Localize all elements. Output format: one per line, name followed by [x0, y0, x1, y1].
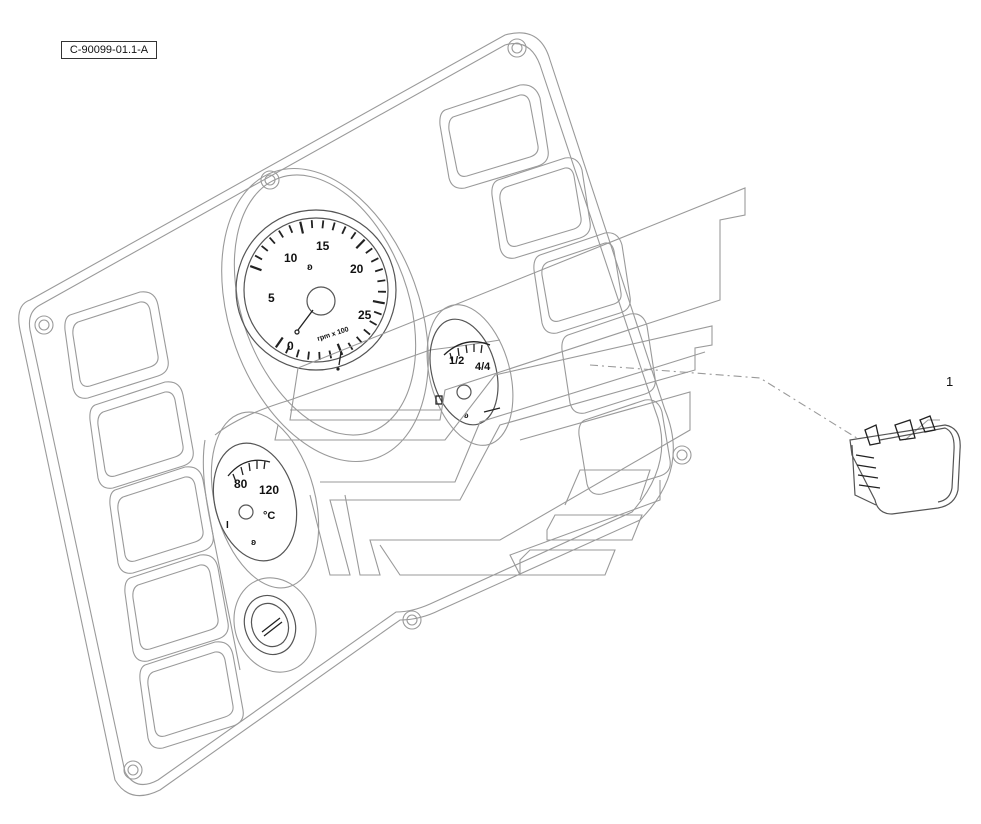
tach-label-25: 25 — [358, 308, 372, 322]
fuel-label-half: 1/2 — [449, 355, 464, 367]
tach-logo-icon: ʚ — [307, 262, 313, 273]
dashboard-panel-outline — [19, 33, 674, 796]
tach-label-10: 10 — [284, 251, 298, 265]
tach-tick — [250, 266, 261, 270]
tach-tick — [279, 231, 283, 238]
tach-tick — [333, 223, 335, 231]
right-switch-slots — [440, 85, 670, 495]
tach-tick — [262, 246, 268, 251]
tach-tick — [308, 352, 309, 360]
temp-label-120: 120 — [259, 483, 279, 497]
tach-tick — [357, 337, 362, 343]
temperature-gauge: 80 120 °C Ɩ ʚ — [193, 400, 336, 600]
tach-tick — [373, 301, 385, 303]
wiring-harness-outline — [275, 188, 745, 575]
drawing-reference-code: C-90099-01.1-A — [61, 41, 157, 59]
tach-tick — [364, 329, 370, 334]
tach-tick — [366, 248, 372, 253]
tach-label-0: 0 — [287, 339, 294, 353]
tach-label-5: 5 — [268, 291, 275, 305]
warning-mark-icon — [336, 367, 339, 370]
tach-unit-label: rpm x 100 — [316, 326, 349, 343]
thermometer-icon: Ɩ — [226, 520, 229, 531]
temp-label-80: 80 — [234, 477, 248, 491]
tach-tick — [322, 220, 323, 228]
tach-tick — [377, 280, 385, 281]
mounting-holes — [35, 39, 691, 779]
tach-tick — [297, 350, 299, 358]
temp-logo-icon: ʚ — [251, 537, 256, 547]
tach-tick — [255, 256, 262, 260]
tach-tick — [270, 238, 275, 244]
fuel-gauge: 1/2 4/4 ʚ — [413, 295, 528, 455]
tach-tick — [356, 240, 364, 249]
tach-tick — [338, 344, 342, 355]
tachometer-gauge: 0 5 10 15 20 25 rpm x 100 ʚ — [184, 140, 467, 491]
switch-module-part — [850, 416, 960, 514]
ignition-socket — [221, 566, 329, 684]
tach-label-15: 15 — [316, 239, 330, 253]
leader-line — [590, 365, 940, 440]
tach-tick — [276, 338, 283, 348]
temp-unit-label: °C — [263, 510, 275, 522]
left-switch-slots — [65, 292, 243, 749]
tach-label-20: 20 — [350, 262, 364, 276]
tach-tick — [289, 225, 292, 232]
callout-number: 1 — [946, 374, 953, 389]
fuel-label-full: 4/4 — [475, 361, 491, 373]
tach-tick — [374, 312, 381, 315]
tach-tick — [342, 227, 345, 234]
tach-tick — [351, 232, 356, 239]
tach-tick — [375, 269, 383, 271]
tach-tick — [371, 258, 378, 262]
tach-tick — [300, 222, 303, 234]
